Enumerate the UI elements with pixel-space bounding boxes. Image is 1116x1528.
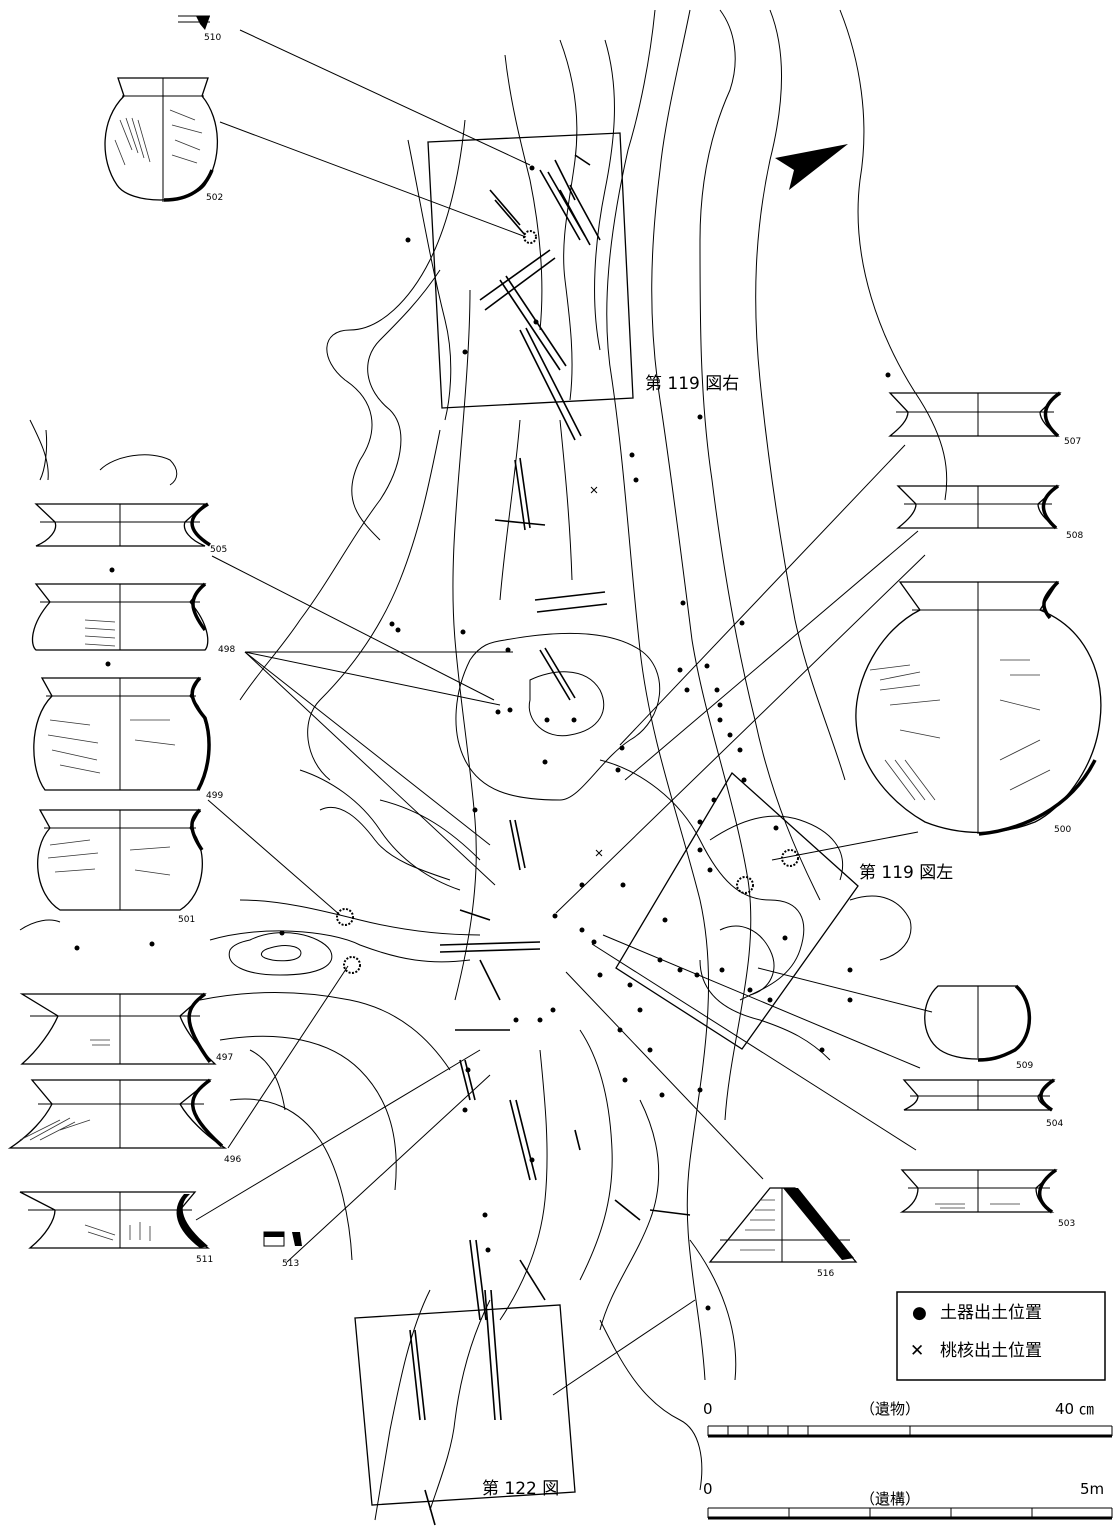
vessel-504: 504 (902, 1078, 1063, 1129)
vessel-label-497: 497 (216, 1053, 233, 1063)
vessel-label-496: 496 (224, 1155, 241, 1165)
vessel-label-498: 498 (218, 645, 235, 655)
vessel-501: 501 (37, 808, 204, 925)
vessel-497: 497 (19, 992, 233, 1065)
pottery-clusters (336, 230, 799, 974)
legend-pottery-symbol: ● (912, 1303, 927, 1323)
scale-bar-features: 0 （遺構） 5m (703, 1480, 1113, 1520)
scale-features-caption: （遺構） (860, 1490, 920, 1508)
legend-pottery-label: 土器出土位置 (940, 1303, 1042, 1323)
ref-fig119-left: 第 119 図左 (859, 863, 953, 883)
vessel-502: 502 (104, 77, 223, 203)
vessel-label-516: 516 (817, 1269, 834, 1279)
vessel-498: 498 (31, 582, 235, 655)
vessel-510: 510 (178, 15, 221, 43)
ref-fig119-right: 第 119 図右 (645, 374, 739, 394)
pottery-find-dots (74, 165, 891, 1311)
scale-artifacts-caption: （遺物） (860, 1400, 920, 1418)
vessel-513: 513 (263, 1231, 302, 1269)
vessel-511: 511 (19, 1191, 213, 1265)
vessel-509: 509 (924, 984, 1033, 1071)
vessel-label-502: 502 (206, 193, 223, 203)
ref-fig122: 第 122 図 (482, 1479, 559, 1499)
vessel-label-501: 501 (178, 915, 195, 925)
scale-artifacts-end: 40 ㎝ (1055, 1400, 1094, 1418)
vessel-label-509: 509 (1016, 1061, 1033, 1071)
channel-contours (19, 9, 948, 1521)
vessel-label-511: 511 (196, 1255, 213, 1265)
vessel-516: 516 (708, 1187, 858, 1279)
scale-features-end: 5m (1080, 1480, 1104, 1498)
north-arrow (775, 144, 848, 190)
vessel-label-505: 505 (210, 545, 227, 555)
vessel-508: 508 (896, 484, 1083, 541)
vessel-496: 496 (7, 1078, 241, 1165)
vessel-503: 503 (899, 1168, 1075, 1229)
vessel-500: 500 (855, 580, 1102, 836)
vessel-label-504: 504 (1046, 1119, 1063, 1129)
leader-lines (195, 29, 933, 1396)
vessel-label-503: 503 (1058, 1219, 1075, 1229)
scale-artifacts-start: 0 (703, 1400, 713, 1418)
vessel-507: 507 (888, 391, 1081, 447)
legend-peach-symbol: ✕ (910, 1341, 924, 1361)
scale-bar-artifacts: 0 （遺物） 40 ㎝ (703, 1400, 1113, 1438)
vessel-label-510: 510 (204, 33, 221, 43)
vessel-label-500: 500 (1054, 825, 1071, 835)
vessel-label-507: 507 (1064, 437, 1081, 447)
vessel-499: 499 (33, 676, 223, 801)
vessel-label-508: 508 (1066, 531, 1083, 541)
legend: ● 土器出土位置 ✕ 桃核出土位置 (896, 1291, 1106, 1381)
scale-features-start: 0 (703, 1480, 713, 1498)
detail-frames (354, 132, 859, 1506)
peach-stone-marks (590, 486, 603, 857)
legend-peach-label: 桃核出土位置 (940, 1341, 1042, 1361)
vessel-505: 505 (34, 502, 227, 555)
wooden-remains (409, 154, 691, 1526)
vessel-label-499: 499 (206, 791, 223, 801)
vessel-label-513: 513 (282, 1259, 299, 1269)
